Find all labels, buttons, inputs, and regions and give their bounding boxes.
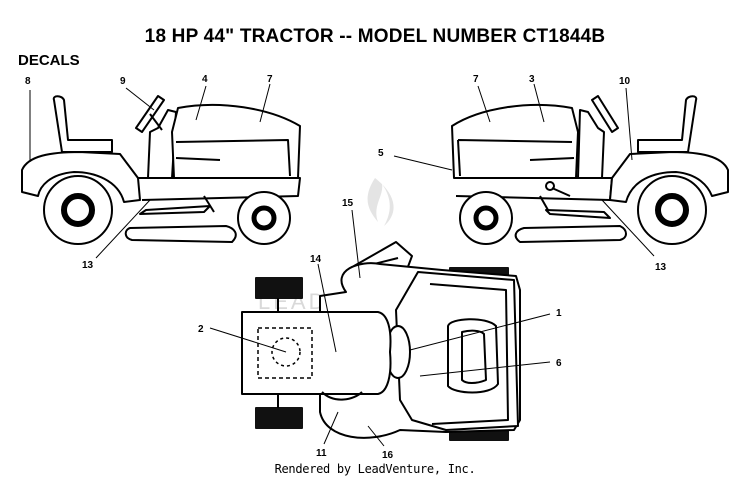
callout-1: 1 — [556, 308, 562, 319]
callout-16: 16 — [382, 450, 394, 461]
tractor-top-view — [241, 241, 521, 441]
callout-9: 9 — [120, 76, 126, 87]
callout-14: 14 — [310, 254, 322, 265]
callout-2: 2 — [198, 324, 204, 335]
callout-3: 3 — [529, 74, 535, 85]
callout-leaders — [29, 83, 655, 447]
callout-7-left: 7 — [267, 74, 273, 85]
tractor-right-side-view — [451, 95, 729, 245]
callout-11: 11 — [316, 448, 327, 459]
callouts: 8 9 4 7 13 5 7 3 10 13 15 14 2 1 6 11 16 — [25, 74, 667, 461]
callout-15: 15 — [342, 198, 354, 209]
tractor-left-side-view — [21, 95, 301, 245]
diagram-title: 18 HP 44" TRACTOR -- MODEL NUMBER CT1844… — [144, 26, 606, 47]
callout-8: 8 — [25, 76, 31, 87]
render-credit: Rendered by LeadVenture, Inc. — [274, 462, 476, 476]
callout-7-right: 7 — [473, 74, 479, 85]
callout-13-left: 13 — [82, 260, 94, 271]
callout-13-right: 13 — [655, 262, 667, 273]
callout-5: 5 — [378, 148, 384, 159]
callout-6: 6 — [556, 358, 562, 369]
section-label-decals: DECALS — [18, 52, 80, 69]
callout-4: 4 — [202, 74, 208, 85]
callout-10: 10 — [619, 76, 631, 87]
